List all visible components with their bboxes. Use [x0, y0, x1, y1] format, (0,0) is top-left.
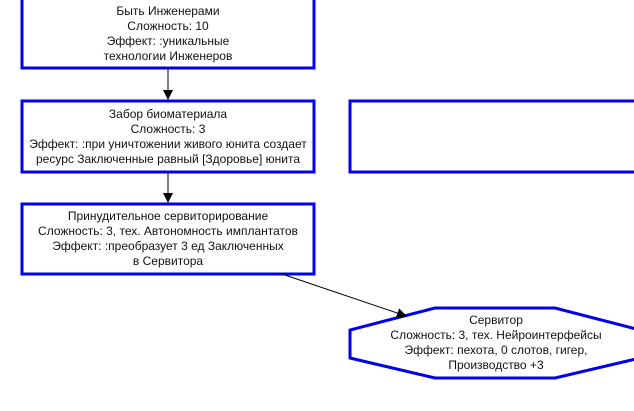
node-title: Забор биоматериала [108, 106, 228, 121]
node-box-empty[interactable] [348, 99, 634, 174]
node-title: Быть Инженерами [116, 3, 220, 18]
node-servitor: Сервитор Сложность: 3, тех. Нейроинтерфе… [350, 310, 634, 376]
node-box-servitorization[interactable] [20, 202, 316, 276]
arrow-servitorization-to-servitor [281, 273, 407, 318]
node-effect: Эффект: пехота, 0 слотов, гигер, [404, 343, 588, 357]
node-box-biomaterial[interactable] [20, 99, 316, 174]
node-complexity: Сложность: 3 [130, 121, 206, 136]
node-servitorization: Принудительное сервиторирование Сложност… [22, 206, 314, 272]
node-title: Сервитор [469, 313, 523, 327]
node-complexity: Сложность: 3, тех. Нейроинтерфейсы [390, 328, 602, 342]
node-effect-cont: в Сервитора [132, 254, 204, 268]
node-octagon-servitor[interactable] [348, 306, 634, 380]
node-biomaterial: Забор биоматериала Сложность: 3 Эффект: … [22, 103, 314, 170]
node-engineers: Быть Инженерами Сложность: 10 Эффект: :у… [22, 0, 314, 67]
node-complexity: Сложность: 3, тех. Автономность импланта… [38, 224, 298, 238]
node-box-engineers[interactable] [20, 0, 316, 70]
node-effect-cont: ресурс Заключенные равный [Здоровье] юни… [35, 151, 301, 166]
node-effect-cont: технологии Инженеров [103, 48, 233, 63]
node-effect: Эффект: :при уничтожении живого юнита со… [29, 136, 307, 151]
node-effect: Эффект: :преобразует 3 ед Заключенных [52, 239, 284, 253]
node-effect: Эффект: :уникальные [106, 33, 230, 48]
node-complexity: Сложность: 10 [127, 18, 209, 33]
node-effect-cont: Производство +3 [448, 358, 544, 372]
node-title: Принудительное сервиторирование [67, 209, 269, 223]
